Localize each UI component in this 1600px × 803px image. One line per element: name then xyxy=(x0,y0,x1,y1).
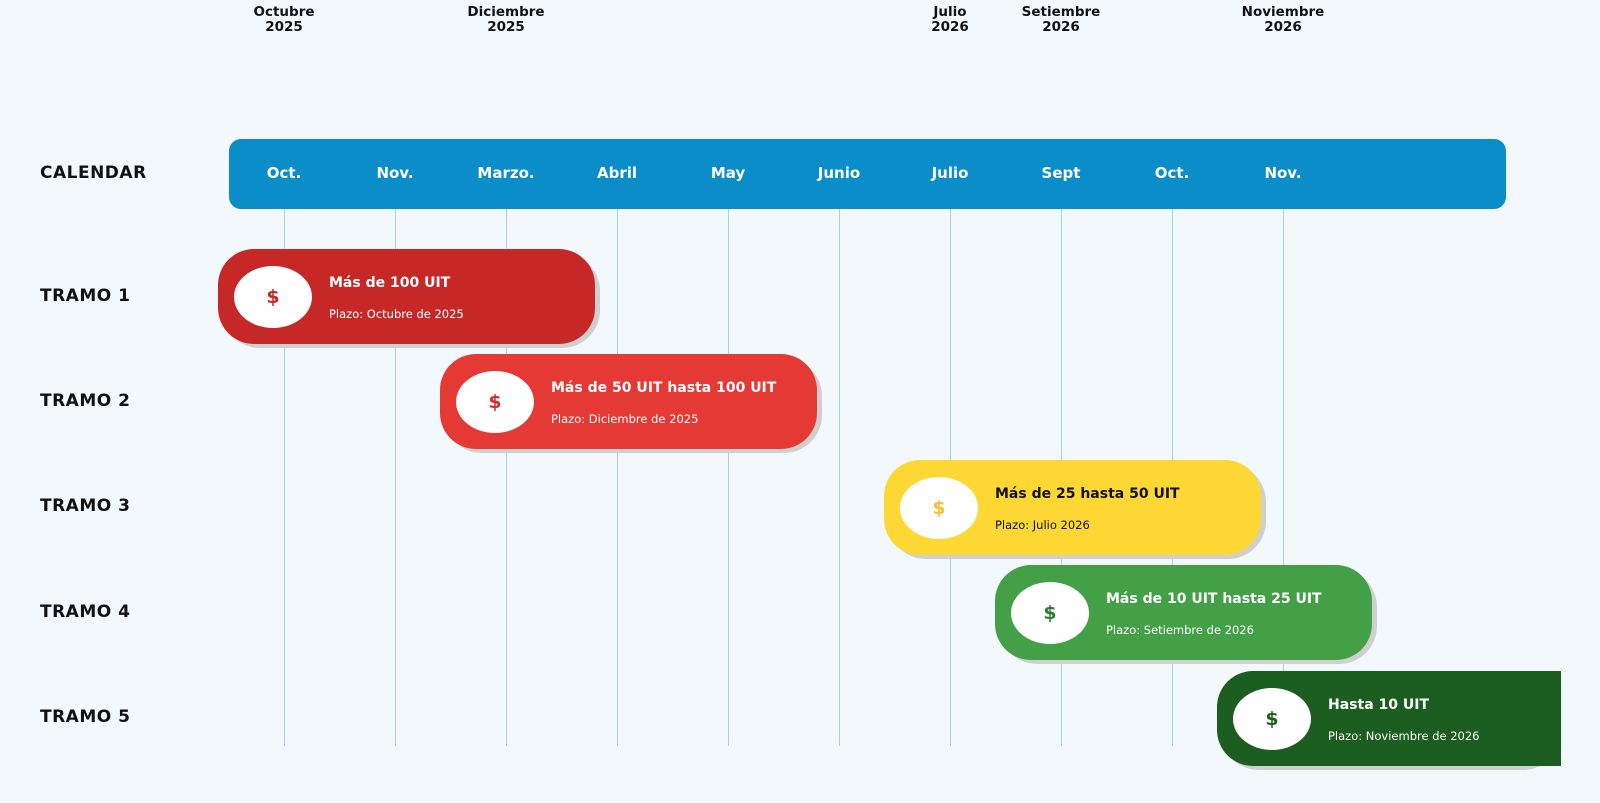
milestone-label: Octubre 2025 xyxy=(219,5,349,35)
calendar-month: Oct. xyxy=(1154,164,1190,182)
milestone-year: 2025 xyxy=(265,19,303,35)
grid-line xyxy=(284,209,285,746)
calendar-bar xyxy=(229,139,1506,209)
milestone-month: Julio xyxy=(933,4,967,20)
calendar-month: May xyxy=(710,164,746,182)
calendar-month: Julio xyxy=(931,164,969,182)
tramo-card-2: $ Más de 50 UIT hasta 100 UIT Plazo: Dic… xyxy=(440,354,817,449)
grid-line xyxy=(617,209,618,746)
dollar-icon: $ xyxy=(456,371,534,433)
milestone-year: 2025 xyxy=(487,19,525,35)
milestone-label: Noviembre 2026 xyxy=(1218,5,1348,35)
dollar-icon: $ xyxy=(1011,582,1089,644)
dollar-icon: $ xyxy=(900,477,978,539)
tramo-title: Más de 10 UIT hasta 25 UIT xyxy=(1106,591,1322,607)
grid-line xyxy=(839,209,840,746)
milestone-month: Setiembre xyxy=(1021,4,1101,20)
calendar-month: Oct. xyxy=(266,164,302,182)
tramo-card-5: $ Hasta 10 UIT Plazo: Noviembre de 2026 xyxy=(1217,671,1561,766)
milestone-month: Octubre xyxy=(253,4,315,20)
tramo-title: Hasta 10 UIT xyxy=(1328,697,1429,713)
calendar-month: Abril xyxy=(596,164,638,182)
tramo-label: TRAMO 1 xyxy=(40,286,131,306)
tramo-card-1: $ Más de 100 UIT Plazo: Octubre de 2025 xyxy=(218,249,595,344)
milestone-month: Noviembre xyxy=(1241,4,1325,20)
tramo-deadline: Plazo: Julio 2026 xyxy=(995,518,1090,532)
tramo-title: Más de 50 UIT hasta 100 UIT xyxy=(551,380,777,396)
tramo-label: TRAMO 4 xyxy=(40,602,131,622)
calendar-month: Nov. xyxy=(376,164,414,182)
tramo-deadline: Plazo: Setiembre de 2026 xyxy=(1106,623,1254,637)
calendar-month: Sept xyxy=(1041,164,1081,182)
milestone-label: Diciembre 2025 xyxy=(441,5,571,35)
tramo-deadline: Plazo: Noviembre de 2026 xyxy=(1328,729,1480,743)
grid-line xyxy=(1283,209,1284,746)
calendar-label: CALENDAR xyxy=(40,163,147,183)
milestone-month: Diciembre xyxy=(467,4,545,20)
dollar-icon: $ xyxy=(234,266,312,328)
calendar-month: Junio xyxy=(817,164,861,182)
milestone-label: Julio 2026 xyxy=(885,5,1015,35)
tramo-label: TRAMO 3 xyxy=(40,496,131,516)
tramo-label: TRAMO 2 xyxy=(40,391,131,411)
grid-line xyxy=(728,209,729,746)
milestone-year: 2026 xyxy=(1264,19,1302,35)
milestone-label: Setiembre 2026 xyxy=(996,5,1126,35)
milestone-year: 2026 xyxy=(931,19,969,35)
grid-line xyxy=(395,209,396,746)
tramo-card-3: $ Más de 25 hasta 50 UIT Plazo: Julio 20… xyxy=(884,460,1261,555)
tramo-label: TRAMO 5 xyxy=(40,707,131,727)
calendar-month: Nov. xyxy=(1264,164,1302,182)
tramo-card-4: $ Más de 10 UIT hasta 25 UIT Plazo: Seti… xyxy=(995,565,1372,660)
grid-line xyxy=(506,209,507,746)
calendar-month: Marzo. xyxy=(477,164,535,182)
dollar-icon: $ xyxy=(1233,688,1311,750)
tramo-deadline: Plazo: Octubre de 2025 xyxy=(329,307,464,321)
tramo-title: Más de 100 UIT xyxy=(329,275,451,291)
milestone-year: 2026 xyxy=(1042,19,1080,35)
tramo-deadline: Plazo: Diciembre de 2025 xyxy=(551,412,699,426)
tramo-title: Más de 25 hasta 50 UIT xyxy=(995,486,1180,502)
